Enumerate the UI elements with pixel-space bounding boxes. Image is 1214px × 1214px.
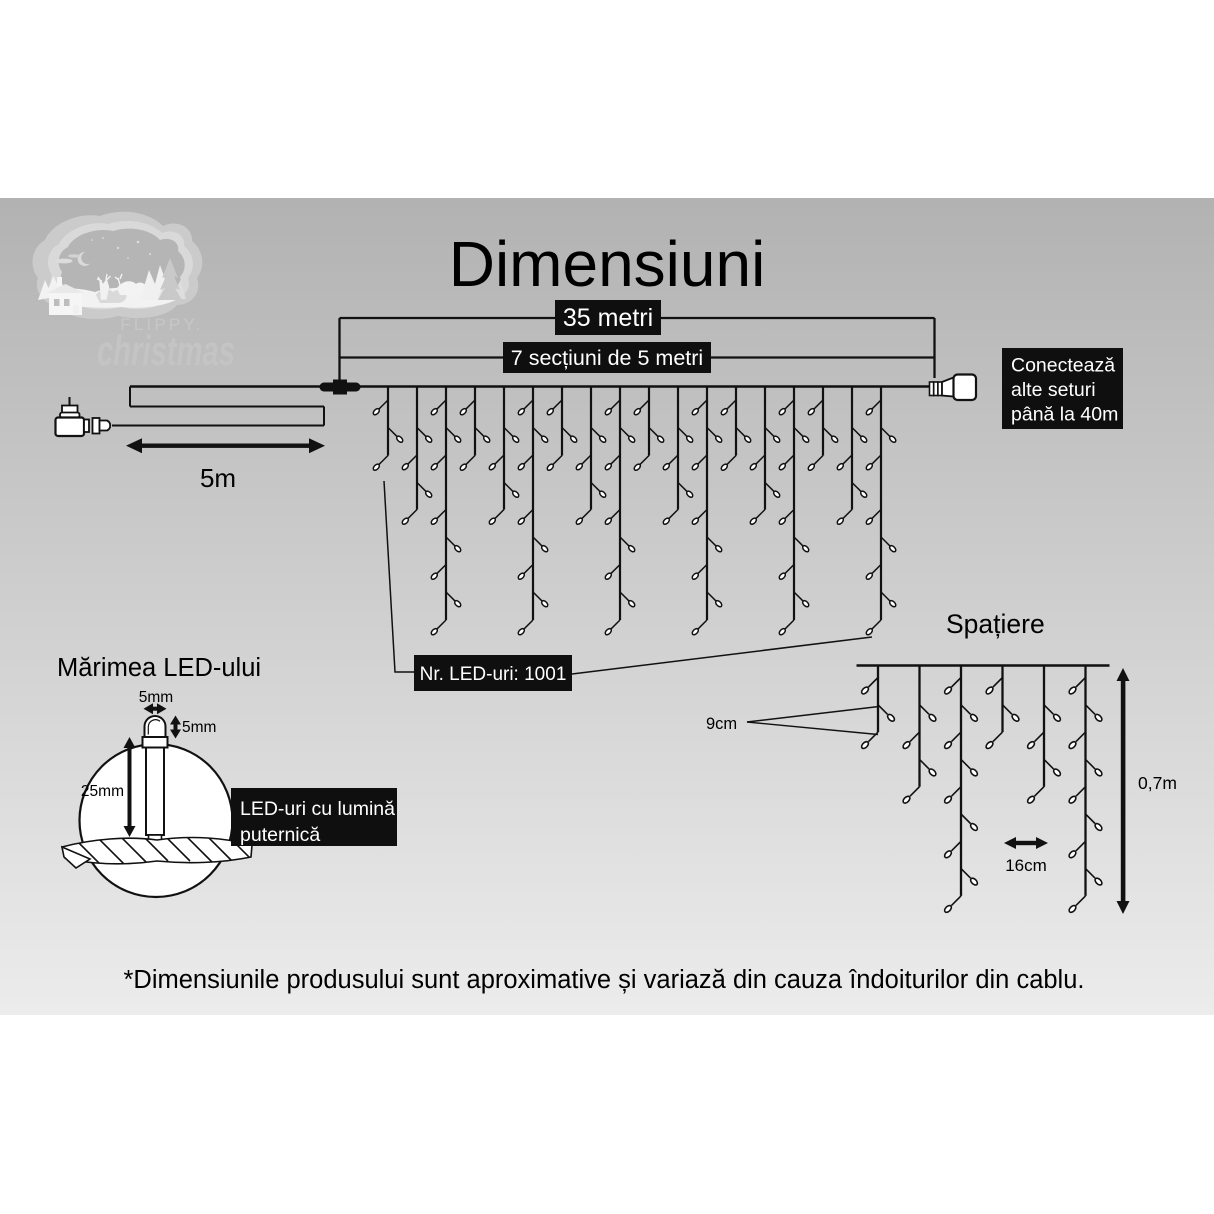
svg-text:35 metri: 35 metri bbox=[563, 304, 653, 332]
svg-text:16cm: 16cm bbox=[1005, 856, 1047, 875]
svg-text:Mărimea LED-ului: Mărimea LED-ului bbox=[57, 654, 261, 682]
svg-text:5mm: 5mm bbox=[182, 719, 216, 736]
svg-text:christmas: christmas bbox=[97, 327, 235, 374]
svg-text:Spațiere: Spațiere bbox=[946, 609, 1045, 639]
svg-text:25mm: 25mm bbox=[81, 783, 124, 800]
svg-text:*Dimensiunile produsului sunt: *Dimensiunile produsului sunt aproximati… bbox=[124, 966, 1085, 994]
svg-text:alte seturi: alte seturi bbox=[1011, 379, 1096, 401]
svg-text:5m: 5m bbox=[200, 463, 236, 493]
svg-text:5mm: 5mm bbox=[139, 689, 173, 706]
svg-text:9cm: 9cm bbox=[706, 715, 737, 733]
svg-text:LED-uri cu lumină: LED-uri cu lumină bbox=[240, 798, 395, 820]
svg-text:până la 40m: până la 40m bbox=[1011, 404, 1118, 426]
svg-text:Conectează: Conectează bbox=[1011, 355, 1115, 377]
svg-text:Dimensiuni: Dimensiuni bbox=[449, 228, 766, 300]
svg-text:Nr. LED-uri: 1001: Nr. LED-uri: 1001 bbox=[420, 664, 567, 685]
svg-text:FLIPPY.: FLIPPY. bbox=[120, 315, 204, 334]
svg-text:0,7m: 0,7m bbox=[1138, 773, 1177, 793]
svg-text:puternică: puternică bbox=[240, 824, 320, 846]
svg-text:7 secțiuni de 5 metri: 7 secțiuni de 5 metri bbox=[511, 346, 703, 370]
